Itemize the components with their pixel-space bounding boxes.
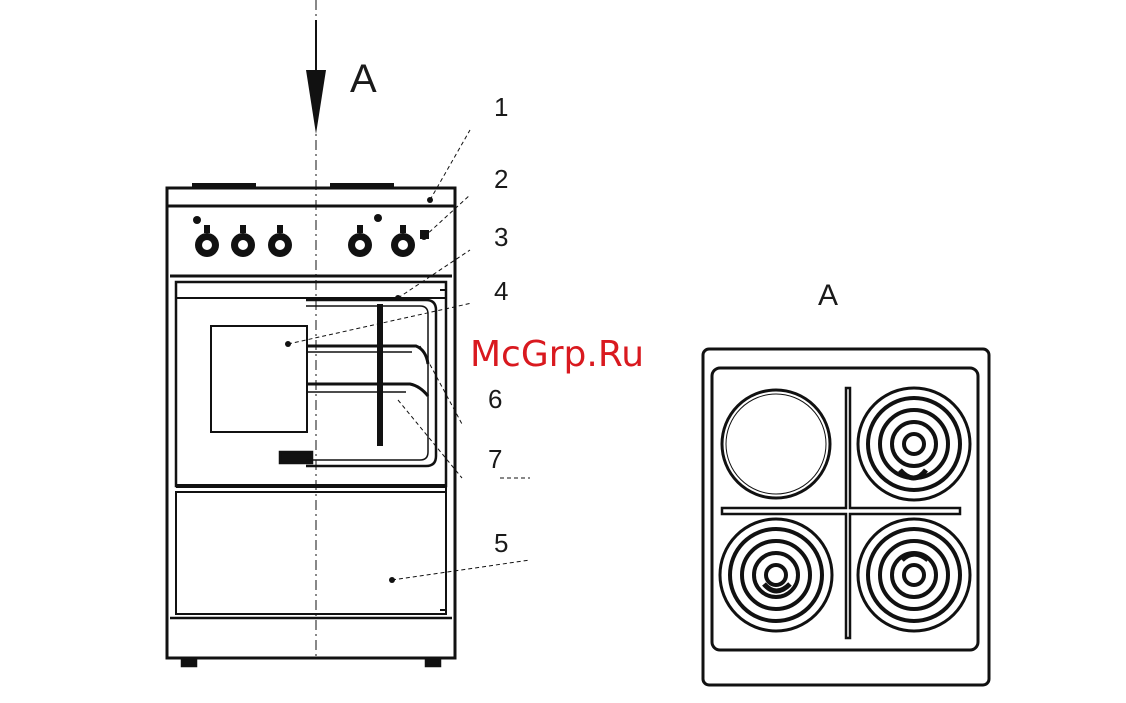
oven-rack-lower — [306, 384, 428, 396]
callout-2: 2 — [494, 164, 508, 194]
callout-4: 4 — [494, 276, 508, 306]
indicator-lamp-left — [193, 216, 201, 224]
oven-window — [211, 326, 307, 432]
burner-spiral-bottom-right — [858, 519, 970, 631]
watermark: McGrp.Ru — [470, 334, 644, 375]
foot-left — [182, 658, 196, 666]
view-arrow — [306, 20, 326, 134]
foot-right — [426, 658, 440, 666]
callout-3: 3 — [494, 222, 508, 252]
stove-front — [167, 188, 455, 666]
burner-spiral-bottom-left — [720, 519, 832, 631]
callout-6: 6 — [488, 384, 502, 414]
storage-drawer — [176, 492, 446, 614]
top-view-label: A — [818, 279, 838, 312]
callout-5: 5 — [494, 528, 508, 558]
callout-7: 7 — [488, 444, 502, 474]
oven-interior — [306, 290, 446, 610]
oven-rack-upper — [306, 346, 428, 364]
indicator-lamp-right — [374, 214, 382, 222]
burner-solid-plate — [722, 390, 830, 498]
burner-spiral-top-right — [858, 388, 970, 500]
view-arrow-label: A — [350, 57, 377, 101]
control-knobs — [193, 214, 429, 257]
hob-top — [167, 188, 455, 206]
oven-handle — [280, 452, 312, 463]
callout-1: 1 — [494, 92, 508, 122]
